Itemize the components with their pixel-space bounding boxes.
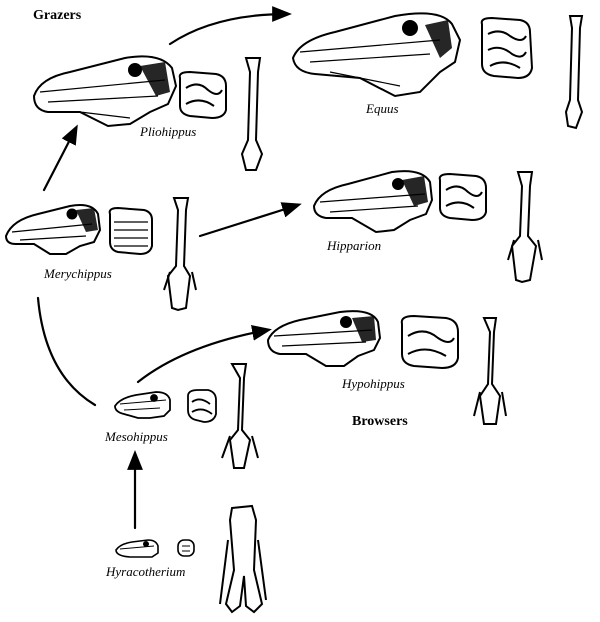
skull-equus-icon bbox=[291, 12, 462, 98]
tooth-merychippus-icon bbox=[108, 206, 153, 256]
foot-hyracotherium-icon bbox=[219, 504, 267, 614]
skull-merychippus-icon bbox=[4, 204, 102, 255]
taxon-label-merychippus: Merychippus bbox=[44, 266, 112, 281]
tooth-hypohippus-icon bbox=[400, 314, 459, 370]
group-label-grazers: Grazers bbox=[33, 8, 82, 23]
taxon-label-hipparion: Hipparion bbox=[327, 238, 382, 253]
tooth-hipparion-icon bbox=[438, 172, 487, 222]
foot-pliohippus-icon bbox=[240, 57, 264, 171]
tooth-mesohippus-icon bbox=[187, 389, 217, 423]
tooth-equus-icon bbox=[480, 16, 534, 80]
skull-hipparion-icon bbox=[312, 170, 434, 234]
foot-hipparion-icon bbox=[507, 171, 543, 284]
foot-hypohippus-icon bbox=[473, 317, 507, 425]
tooth-pliohippus-icon bbox=[178, 70, 227, 120]
skull-hypohippus-icon bbox=[266, 310, 382, 367]
taxon-label-mesohippus: Mesohippus bbox=[105, 429, 168, 444]
skull-pliohippus-icon bbox=[32, 55, 178, 128]
foot-mesohippus-icon bbox=[221, 363, 259, 469]
taxon-label-equus: Equus bbox=[366, 101, 399, 116]
tooth-hyracotherium-icon bbox=[177, 539, 195, 557]
foot-merychippus-icon bbox=[163, 197, 197, 312]
foot-equus-icon bbox=[564, 15, 584, 130]
taxon-label-hyracotherium: Hyracotherium bbox=[106, 564, 186, 579]
arrow-pliohippus-to-equus bbox=[168, 6, 292, 46]
group-label-browsers: Browsers bbox=[352, 414, 408, 429]
skull-hyracotherium-icon bbox=[115, 539, 159, 558]
arrow-merychippus-to-pliohippus bbox=[42, 124, 78, 192]
taxon-label-pliohippus: Pliohippus bbox=[140, 124, 197, 139]
arrow-merychippus-to-hipparion bbox=[198, 202, 302, 238]
arrow-merychippus-to-mesohippus bbox=[36, 296, 97, 407]
skull-mesohippus-icon bbox=[114, 391, 171, 419]
taxon-label-hypohippus: Hypohippus bbox=[342, 376, 405, 391]
arrow-mesohippus-to-hypohippus bbox=[136, 325, 272, 384]
